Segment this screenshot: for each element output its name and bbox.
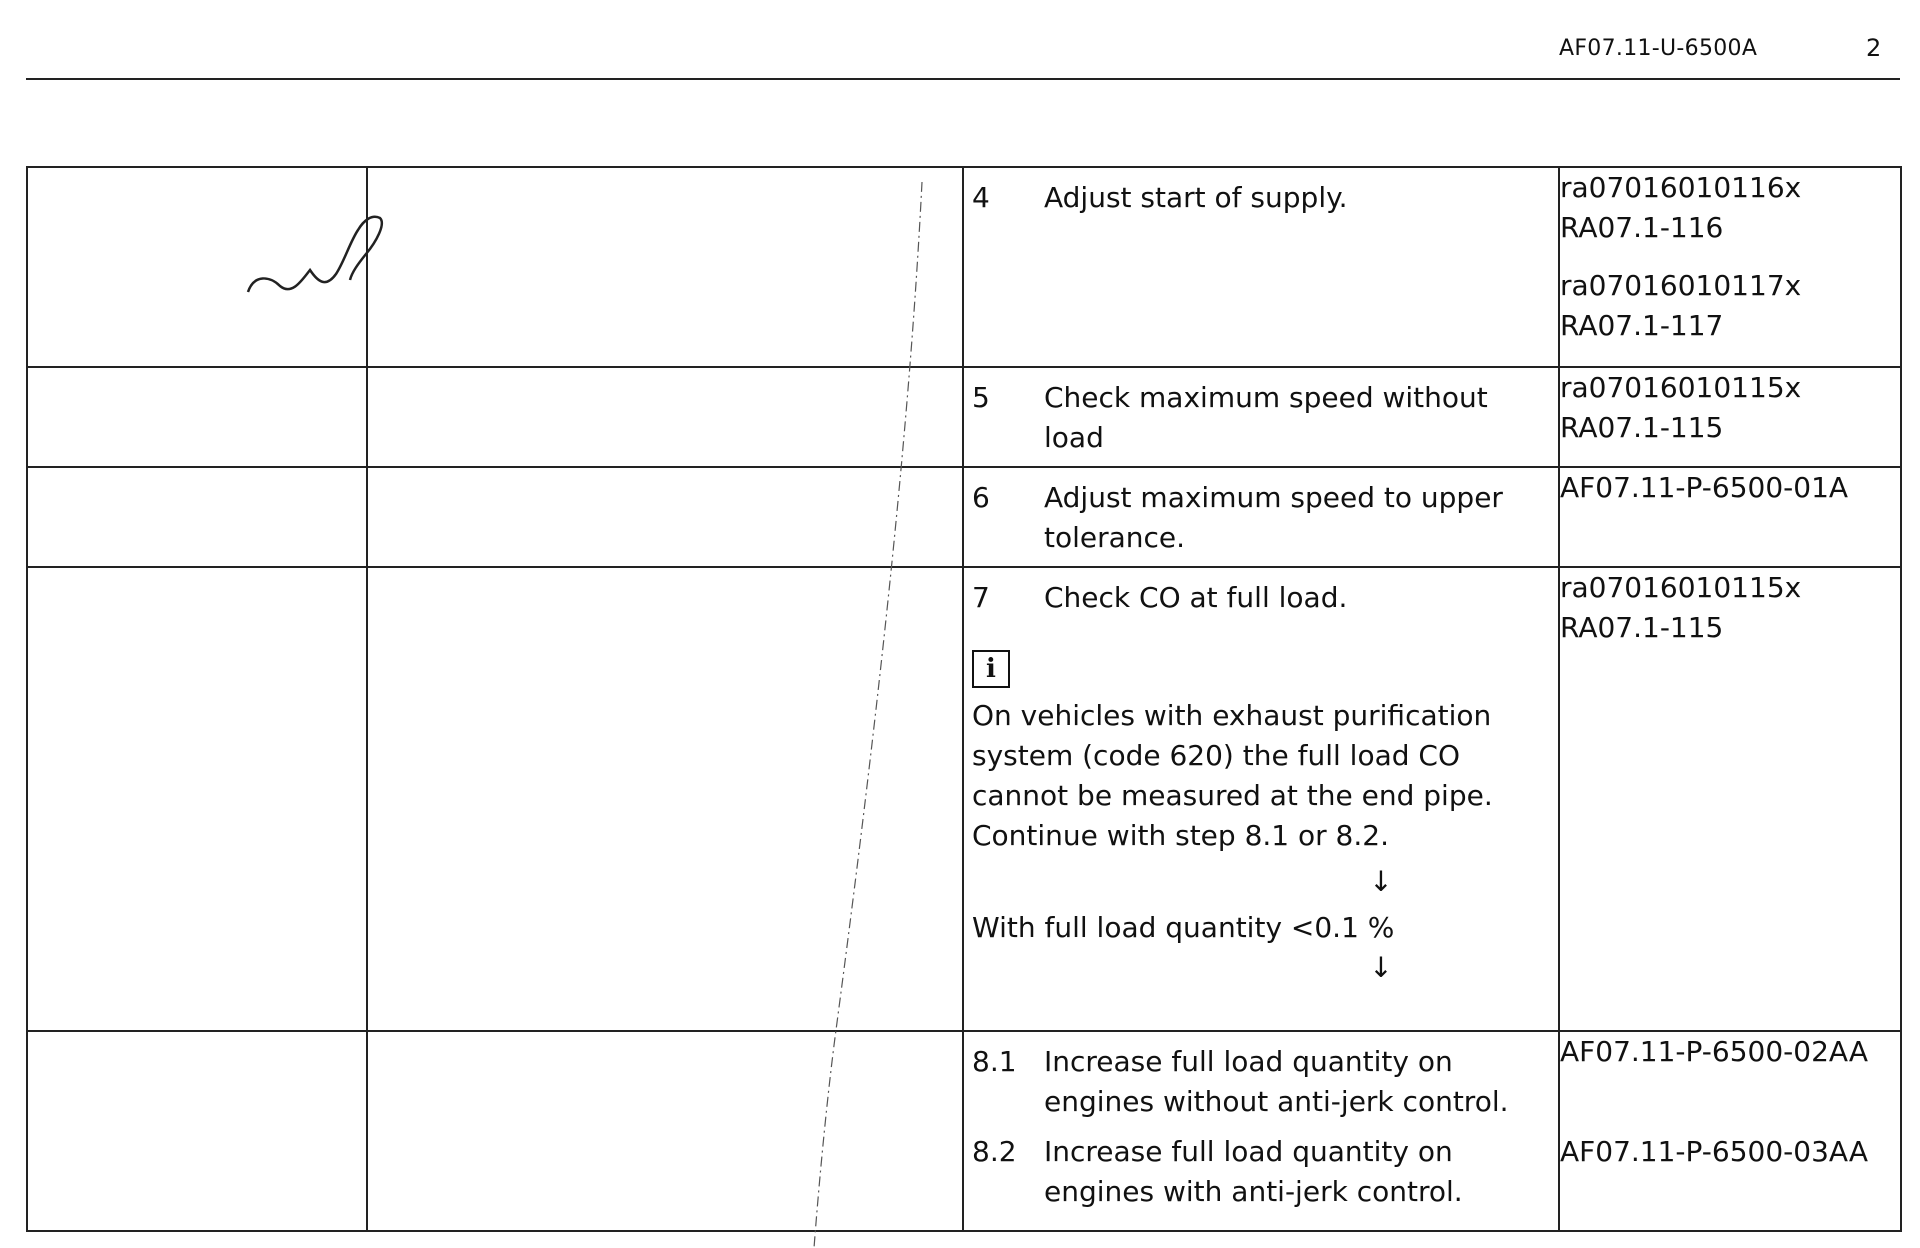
step-text: Adjust maximum speed to upper tolerance. [1044, 481, 1503, 554]
reference-link[interactable]: RA07.1-115 [1560, 611, 1724, 644]
step-text: Check CO at full load. [1044, 581, 1348, 614]
reference-link[interactable]: RA07.1-115 [1560, 411, 1724, 444]
step-number: 5 [972, 381, 990, 414]
document-id: AF07.11-U-6500A [1559, 36, 1758, 61]
handwritten-scribble [246, 215, 383, 293]
table-row: 5 Check maximum speed without load ra070… [26, 366, 1902, 468]
reference-cell: AF07.11-P-6500-02AA AF07.11-P-6500-03AA [1558, 1030, 1902, 1232]
empty-cell [26, 366, 368, 468]
empty-cell [366, 166, 964, 368]
empty-cell [366, 466, 964, 568]
empty-cell [26, 1030, 368, 1232]
table-row: 6 Adjust maximum speed to upper toleranc… [26, 466, 1902, 568]
reference-link[interactable]: AF07.11-P-6500-03AA [1560, 1135, 1868, 1168]
reference-cell: AF07.11-P-6500-01A [1558, 466, 1902, 568]
reference-link[interactable]: AF07.11-P-6500-02AA [1560, 1035, 1868, 1068]
step-number: 8.2 [972, 1135, 1017, 1168]
step-text: Check maximum speed without load [1044, 381, 1488, 454]
step-cell: 7 Check CO at full load. i On vehicles w… [962, 566, 1560, 1032]
reference-link[interactable]: ra07016010115x [1560, 571, 1802, 604]
substep: 8.2 Increase full load quantity on engin… [964, 1122, 1558, 1212]
step-text: Adjust start of supply. [1044, 181, 1348, 214]
step-number: 6 [972, 481, 990, 514]
page-header: AF07.11-U-6500A 2 [26, 28, 1900, 80]
step-cell: 4 Adjust start of supply. [962, 166, 1560, 368]
step-cell: 6 Adjust maximum speed to upper toleranc… [962, 466, 1560, 568]
down-arrow-icon: ↓ [1369, 865, 1393, 898]
step-text: Increase full load quantity on engines w… [1044, 1135, 1463, 1208]
reference-cell: ra07016010116x RA07.1-116 ra07016010117x… [1558, 166, 1902, 368]
table-row: 8.1 Increase full load quantity on engin… [26, 1030, 1902, 1232]
empty-cell [366, 1030, 964, 1232]
reference-link[interactable]: ra07016010115x [1560, 371, 1802, 404]
step-cell: 5 Check maximum speed without load [962, 366, 1560, 468]
step-text: Increase full load quantity on engines w… [1044, 1045, 1509, 1118]
down-arrow-icon: ↓ [1369, 951, 1393, 984]
reference-link[interactable]: RA07.1-117 [1560, 309, 1724, 342]
info-note: On vehicles with exhaust purification sy… [972, 699, 1493, 852]
info-icon: i [972, 650, 1010, 688]
reference-link[interactable]: ra07016010117x [1560, 269, 1802, 302]
empty-cell [26, 566, 368, 1032]
step-number: 4 [972, 181, 990, 214]
table-row: 4 Adjust start of supply. ra07016010116x… [26, 166, 1902, 368]
reference-cell: ra07016010115x RA07.1-115 [1558, 366, 1902, 468]
step-cell: 8.1 Increase full load quantity on engin… [962, 1030, 1560, 1232]
reference-link[interactable]: RA07.1-116 [1560, 211, 1724, 244]
reference-link[interactable]: AF07.11-P-6500-01A [1560, 471, 1849, 504]
procedure-table: 4 Adjust start of supply. ra07016010116x… [26, 166, 1902, 1232]
step-number: 7 [972, 581, 990, 614]
reference-link[interactable]: ra07016010116x [1560, 171, 1802, 204]
step-number: 8.1 [972, 1045, 1017, 1078]
substep: 8.1 Increase full load quantity on engin… [964, 1032, 1558, 1122]
empty-cell [366, 566, 964, 1032]
page-number: 2 [1866, 34, 1882, 62]
empty-cell [366, 366, 964, 468]
empty-cell [26, 466, 368, 568]
condition-text: With full load quantity <0.1 % [972, 911, 1395, 944]
reference-cell: ra07016010115x RA07.1-115 [1558, 566, 1902, 1032]
table-row: 7 Check CO at full load. i On vehicles w… [26, 566, 1902, 1032]
empty-cell [26, 166, 368, 368]
